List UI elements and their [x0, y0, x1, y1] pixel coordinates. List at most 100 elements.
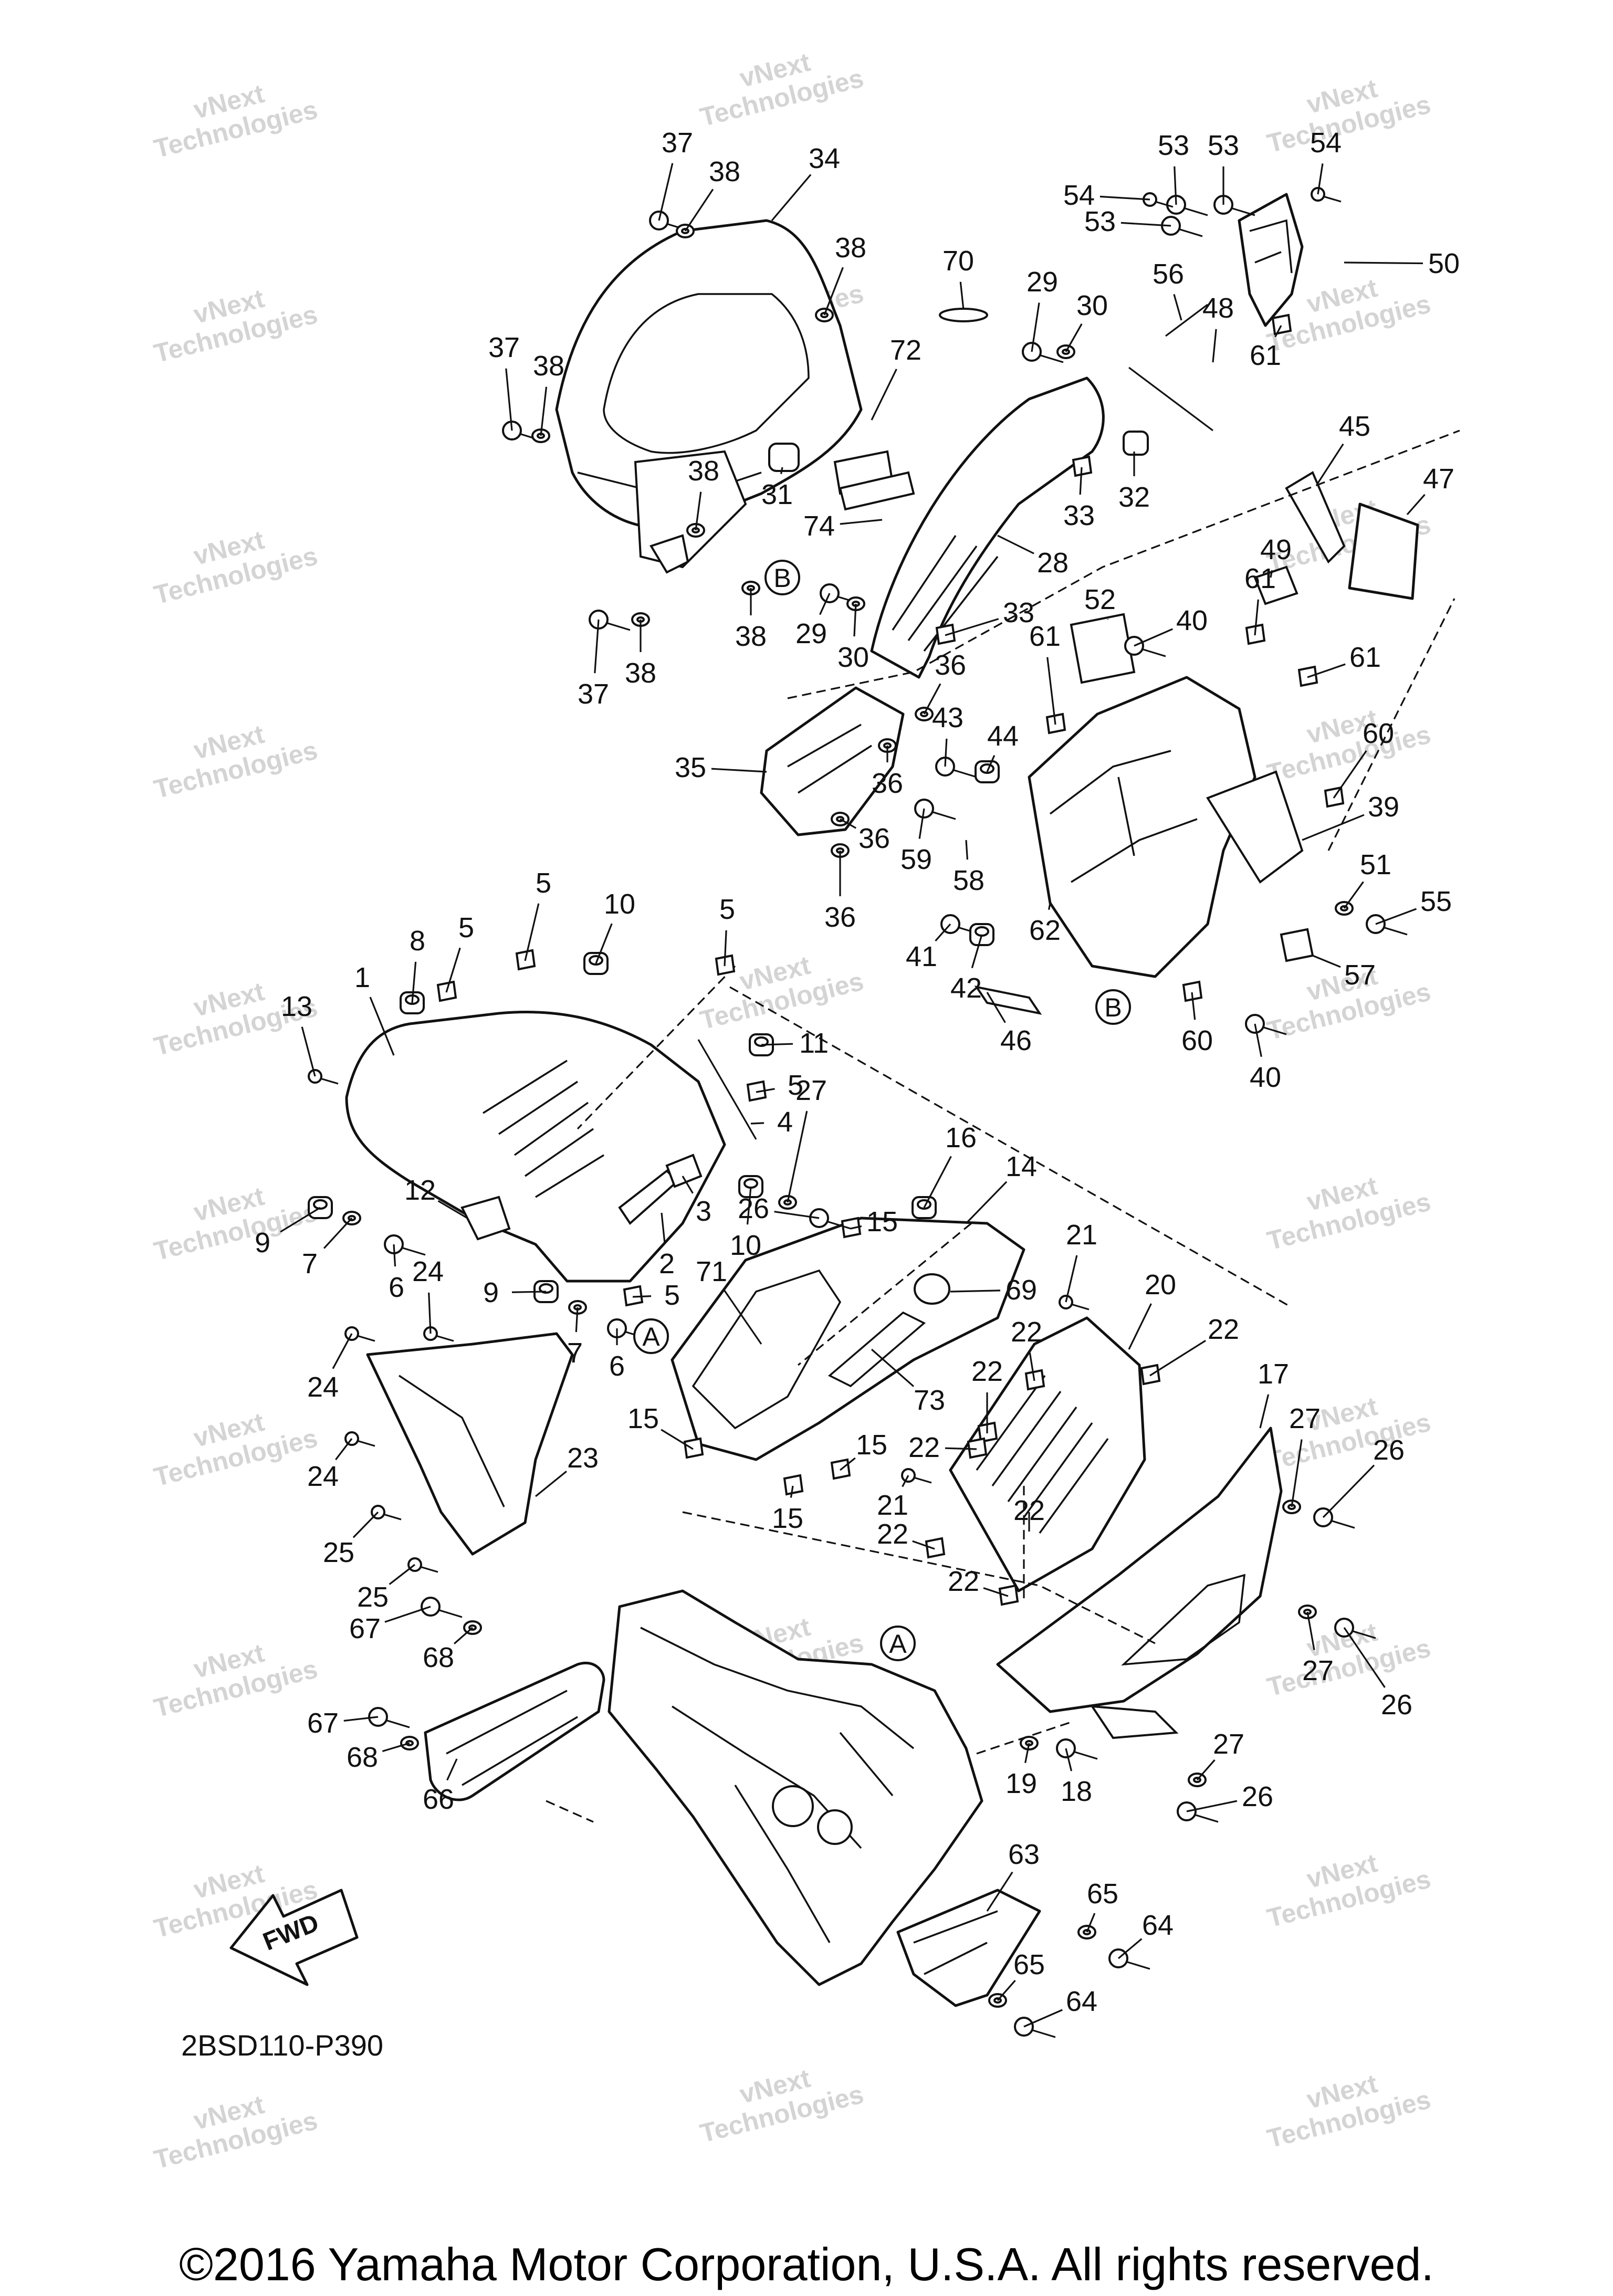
leader-line-11 [761, 1043, 793, 1046]
callout-28: 28 [1037, 547, 1069, 579]
callout-61: 61 [1349, 642, 1381, 673]
leader-line-65 [1086, 1913, 1096, 1933]
callout-9: 9 [483, 1277, 499, 1308]
callout-22: 22 [1011, 1316, 1042, 1348]
leader-line-31 [780, 467, 783, 475]
leader-line-43 [944, 738, 948, 767]
leader-line-5 [445, 947, 461, 993]
callout-15: 15 [627, 1403, 659, 1434]
callout-11: 11 [799, 1028, 829, 1059]
callout-14: 14 [1005, 1151, 1037, 1182]
leader-line-56 [1173, 294, 1182, 321]
callout-67: 67 [349, 1613, 381, 1644]
ref-mark-A: A [889, 1629, 907, 1659]
callout-74: 74 [803, 510, 835, 542]
callout-26: 26 [738, 1193, 769, 1224]
part-46-clip [974, 986, 1042, 1015]
leader-line-37 [658, 163, 674, 221]
part-45-stay [1285, 471, 1346, 564]
callout-49: 49 [1260, 534, 1292, 565]
clip-near-38 [650, 534, 689, 574]
callout-27: 27 [1213, 1728, 1244, 1760]
callout-56: 56 [1153, 258, 1184, 290]
callout-36: 36 [824, 901, 856, 933]
bolt-shank-40 [1262, 1026, 1287, 1035]
watermark-24: vNextTechnologies [1258, 2057, 1434, 2154]
leader-line-71 [722, 1288, 762, 1345]
leader-line-61 [1274, 325, 1282, 338]
leader-line-61 [1307, 663, 1346, 678]
callout-36: 36 [935, 649, 966, 681]
callout-60: 60 [1363, 718, 1394, 749]
leader-line-70 [959, 281, 965, 310]
screw-shank-13 [320, 1077, 339, 1085]
leader-line-38 [540, 386, 548, 436]
callout-33: 33 [1063, 500, 1095, 531]
part-17-inner-opening [1121, 1574, 1246, 1666]
callout-60: 60 [1181, 1025, 1213, 1056]
part-23-lower-cover [366, 1332, 574, 1556]
guide-line-2 [682, 1511, 1156, 1644]
grommet-hole-42 [975, 926, 989, 937]
leader-line-64 [1023, 2009, 1063, 2028]
callout-16: 16 [945, 1122, 977, 1154]
bolt-shank-26 [1330, 1519, 1355, 1529]
clip-33 [1072, 455, 1093, 477]
screw-shank-25 [383, 1513, 402, 1521]
part-70-sticker [939, 308, 988, 322]
callout-22: 22 [908, 1432, 940, 1463]
leader-line-36 [923, 683, 941, 715]
bolt-shank-29 [1039, 354, 1064, 363]
callout-29: 29 [1027, 266, 1058, 298]
callout-59: 59 [900, 844, 932, 875]
part-17-lower-cowl [996, 1427, 1283, 1713]
leader-line-36 [840, 818, 857, 829]
callout-22: 22 [971, 1356, 1003, 1387]
part-32-grommet [1123, 431, 1149, 456]
part-14-grille [692, 1269, 842, 1430]
callout-24: 24 [412, 1256, 444, 1287]
leader-line-24 [428, 1292, 432, 1334]
callout-53: 53 [1208, 130, 1239, 161]
part-52-sticker [1070, 613, 1136, 684]
leader-line-34 [771, 174, 812, 222]
clip-5 [746, 1080, 767, 1102]
callout-22: 22 [877, 1518, 908, 1550]
leader-line-60 [1333, 750, 1367, 799]
leader-line-38 [823, 267, 844, 316]
clip-22 [998, 1584, 1019, 1606]
callout-5: 5 [788, 1070, 803, 1101]
bolt-shank-67 [437, 1609, 463, 1618]
callout-5: 5 [664, 1280, 680, 1311]
leader-line-33 [1079, 467, 1083, 495]
callout-10: 10 [604, 888, 635, 920]
screw-shank-54 [1323, 195, 1342, 203]
bolt-shank-18 [1073, 1750, 1098, 1760]
callout-13: 13 [281, 991, 312, 1022]
leader-line-30 [853, 603, 857, 637]
leader-line-5 [756, 1088, 775, 1093]
guide-line-6 [577, 965, 736, 1130]
callout-26: 26 [1242, 1781, 1273, 1812]
callout-15: 15 [772, 1503, 803, 1534]
part-35-bracket [760, 686, 905, 836]
leader-line-67 [343, 1716, 379, 1722]
leader-line-37 [505, 368, 513, 431]
clip-5 [623, 1285, 644, 1307]
leader-line-24 [332, 1333, 353, 1369]
front-cowl-group [345, 1011, 1283, 1739]
callout-63: 63 [1008, 1839, 1040, 1870]
part-39-side [1206, 770, 1304, 884]
callout-30: 30 [1076, 290, 1108, 321]
callout-6: 6 [389, 1272, 404, 1303]
watermark-21: vNextTechnologies [1258, 1837, 1434, 1933]
callout-38: 38 [625, 657, 656, 689]
leader-line-30 [1065, 323, 1083, 352]
callout-7: 7 [567, 1337, 583, 1369]
callout-26: 26 [1381, 1689, 1412, 1721]
leader-line-55 [1375, 908, 1417, 925]
callout-42: 42 [950, 972, 982, 1004]
callout-30: 30 [837, 642, 869, 673]
clip-60 [1182, 980, 1203, 1002]
ref-circle-2 [764, 560, 800, 595]
